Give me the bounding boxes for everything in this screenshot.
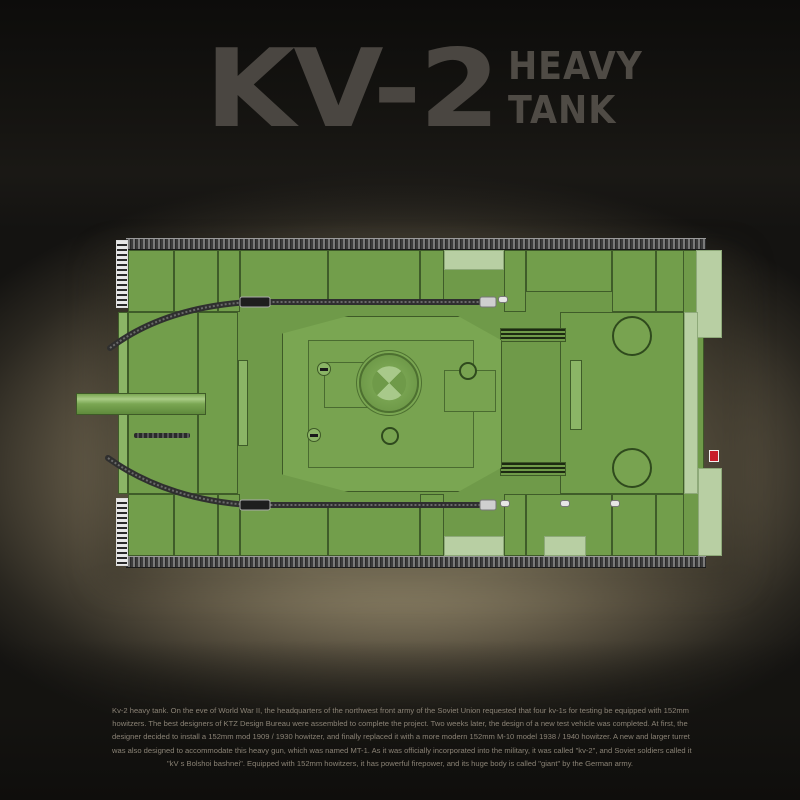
track-end-front-top	[116, 240, 128, 308]
hull-plate	[656, 494, 684, 556]
hull-plate	[504, 494, 526, 556]
title-tank: TANK	[508, 88, 617, 132]
bottom-vignette	[0, 640, 800, 800]
rear-plate	[698, 468, 722, 556]
hull-plate	[504, 250, 526, 312]
hull-plate	[612, 250, 656, 312]
hull-plate	[526, 250, 612, 292]
engine-vent-top	[500, 328, 566, 342]
taillight	[709, 450, 719, 462]
track-end-front-bottom	[116, 498, 128, 566]
description-text: Kv-2 heavy tank. On the eve of World War…	[112, 704, 692, 770]
hull-plate	[218, 494, 240, 556]
engine-hatch-top	[612, 316, 652, 356]
hull-plate	[420, 250, 444, 302]
turret-ring-edge	[238, 360, 248, 446]
description-line: Kv-2 heavy tank. On the eve of World War…	[112, 706, 690, 715]
tool-clip	[560, 500, 570, 507]
hull-plate	[240, 504, 328, 556]
top-vignette	[0, 0, 800, 230]
hull-plate-light	[444, 250, 504, 270]
vision-port-icon	[307, 428, 321, 442]
hull-plate	[128, 494, 174, 556]
title-kv2: KV-2	[205, 27, 500, 152]
title-heavy: HEAVY	[508, 44, 643, 88]
description-line: "kV s Bolshoi bashnei". Equipped with 15…	[166, 758, 634, 768]
vision-port-icon	[317, 362, 331, 376]
hull-plate-light	[544, 536, 586, 556]
hull-plate	[128, 250, 174, 312]
hull-plate	[328, 250, 420, 302]
title-heavy-tank: HEAVY TANK	[508, 44, 643, 132]
rear-lifting-bar	[570, 360, 582, 430]
engine-vent-bottom	[500, 462, 566, 476]
description-line: howitzers. The best designers of KTZ Des…	[112, 719, 688, 729]
description-line: was also designed to accommodate this he…	[112, 745, 692, 755]
hull-plate	[328, 504, 420, 556]
rear-deck-edge	[684, 312, 698, 494]
hull-plate-light	[444, 536, 504, 556]
main-gun-barrel	[76, 393, 206, 415]
hull-plate	[240, 250, 328, 302]
hull-plate	[656, 250, 684, 312]
periscope-round	[381, 427, 399, 445]
right-track-bottom	[126, 556, 706, 568]
left-track-top	[126, 238, 706, 250]
hull-plate	[218, 250, 240, 312]
engine-hatch-bottom	[612, 448, 652, 488]
hull-plate	[612, 494, 656, 556]
rear-plate	[696, 250, 722, 338]
hull-machine-gun	[134, 433, 190, 438]
tool-clip	[610, 500, 620, 507]
description-line: designer decided to install a 152mm mod …	[112, 732, 690, 742]
commander-hatch	[359, 353, 419, 413]
hull-plate	[174, 494, 218, 556]
periscope-round	[459, 362, 477, 380]
hull-plate	[174, 250, 218, 312]
tool-clip	[500, 500, 510, 507]
hatch-cross-icon	[372, 366, 406, 400]
tool-clip	[498, 296, 508, 303]
